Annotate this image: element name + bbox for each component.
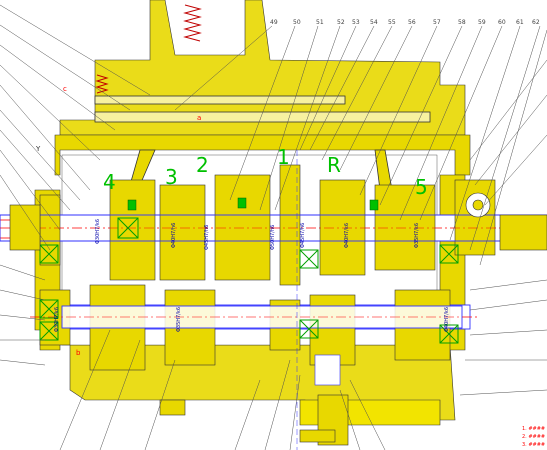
output-coupling — [465, 192, 547, 251]
leader-number-labels: 49 50 51 52 53 54 55 56 57 58 59 60 61 6… — [270, 19, 540, 26]
leader-number: 51 — [316, 19, 324, 26]
legend-item: 1. #### — [522, 426, 545, 432]
fit-annotation: Φ45H7/h6 — [204, 225, 210, 250]
leader-number: 58 — [458, 19, 466, 26]
leader-number: 61 — [516, 19, 524, 26]
bearings — [39, 217, 459, 344]
gear-label-1: 1 — [277, 145, 290, 169]
fit-annotation: Φ40H7/k6 — [344, 223, 350, 248]
legend: 1. #### 2. #### 3. #### — [522, 426, 545, 448]
fit-annotation: Φ35H7/k6 — [414, 223, 420, 248]
fit-annotation: Φ45H7/h6 — [300, 223, 306, 248]
gear-labels: 4 3 2 1 R 5 — [103, 145, 428, 199]
mark-c: c — [63, 85, 67, 93]
fit-annotations: Φ30H7/k6 Φ40H7/h6 Φ45H7/h6 Φ50H7/h6 Φ45H… — [54, 219, 450, 332]
fit-annotation: Φ40H7/k6 — [444, 307, 450, 332]
shift-rods — [94, 95, 431, 191]
leader-lines — [0, 4, 547, 450]
side-marks: c Y a b — [35, 85, 201, 357]
fit-annotation: Φ35H7/k6 — [176, 307, 182, 332]
leader-number: 60 — [498, 19, 506, 26]
fit-annotation: Φ50H7/h6 — [270, 225, 276, 250]
fit-annotation: Φ30H7/k6 — [95, 219, 101, 244]
legend-item: 2. #### — [522, 434, 545, 440]
legend-item: 3. #### — [522, 442, 545, 448]
leader-number: 59 — [478, 19, 486, 26]
leader-number: 55 — [388, 19, 396, 26]
main-shaft-outline — [0, 214, 547, 242]
leader-number: 62 — [532, 19, 540, 26]
leader-number: 53 — [352, 19, 360, 26]
mark-y: Y — [35, 145, 41, 153]
fit-annotation: Φ40H7/h6 — [171, 223, 177, 248]
gear-label-3: 3 — [165, 165, 178, 189]
leader-number: 52 — [337, 19, 345, 26]
gear-label-r: R — [327, 153, 341, 177]
upper-gears — [39, 164, 496, 286]
synchro-rings — [127, 197, 379, 211]
gear-label-2: 2 — [196, 153, 209, 177]
drain-assembly — [159, 354, 349, 446]
mark-a: a — [197, 114, 201, 122]
detent-spring — [95, 4, 202, 94]
gear-label-4: 4 — [103, 170, 116, 194]
mark-b: b — [76, 349, 81, 357]
input-flange — [9, 204, 41, 251]
leader-number: 50 — [293, 19, 301, 26]
gear-label-5: 5 — [415, 175, 428, 199]
leader-number: 49 — [270, 19, 278, 26]
fit-annotation: Φ30H7/k6 — [54, 307, 60, 332]
leader-number: 56 — [408, 19, 416, 26]
leader-number: 54 — [370, 19, 378, 26]
leader-number: 57 — [433, 19, 441, 26]
